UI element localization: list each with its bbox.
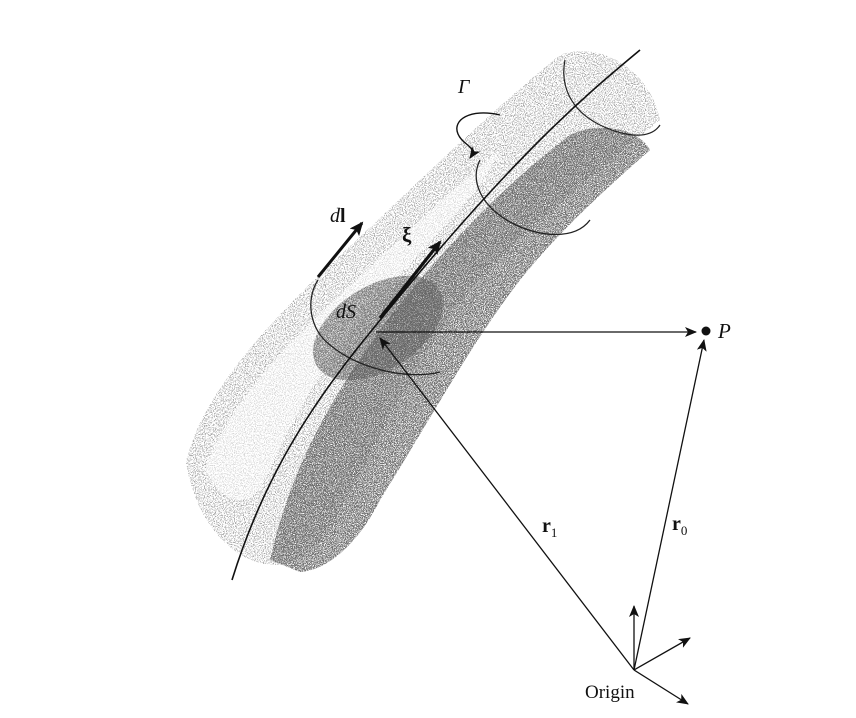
tube-inner-core (270, 127, 650, 573)
label-dl-l: l (340, 205, 346, 227)
dl-vector-arrow (316, 221, 364, 278)
upper-cross-section (475, 159, 591, 236)
label-r0-r: r (672, 513, 681, 535)
coordinate-axes (629, 605, 691, 705)
label-gamma: Γ (457, 76, 471, 98)
label-xi: ξ (402, 223, 412, 247)
label-origin: Origin (585, 682, 635, 703)
vortex-filament-line (231, 49, 641, 581)
label-r0-sub: 0 (681, 523, 688, 538)
label-dl: dl (330, 205, 346, 227)
point-P-marker (701, 326, 711, 336)
label-dl-d: d (330, 205, 341, 227)
label-dS: dS (336, 301, 356, 323)
xi-vector-arrow (378, 240, 442, 319)
circulation-loop (456, 112, 501, 159)
axis-y-arrow (633, 637, 691, 671)
cross-section-outline (310, 279, 441, 376)
r0-vector-arrow (633, 339, 707, 671)
r1-vector-arrow (379, 337, 635, 671)
gamma-loop-path (456, 112, 501, 159)
label-r0: r0 (672, 513, 687, 538)
vortex-tube (186, 49, 661, 581)
label-r1: r1 (542, 515, 557, 540)
cross-section-dS (313, 275, 443, 381)
label-r1-r: r (542, 515, 551, 537)
top-end-cap (563, 59, 661, 136)
label-r1-sub: 1 (551, 525, 558, 540)
axis-x-arrow (633, 669, 689, 705)
label-P: P (717, 319, 731, 343)
